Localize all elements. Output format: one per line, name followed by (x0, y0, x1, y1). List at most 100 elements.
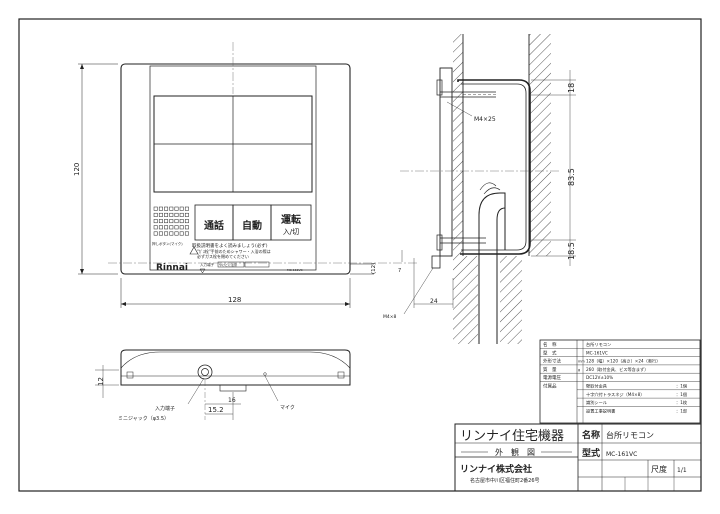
accessory-name: 設置工事説明書 (586, 407, 615, 414)
talk-button-label: 通話 (204, 219, 224, 232)
grille-hole (179, 225, 184, 230)
accessory-name: 識別シール (586, 399, 607, 406)
grille-hole (164, 231, 169, 236)
bottom-view: 12 16 15.2 入力端子 ミニジャック（φ3.5） マイク (95, 349, 351, 422)
brand-name: リンナイ住宅機器 (460, 429, 564, 444)
grille-hole (184, 206, 189, 211)
dim-width: 128 (228, 296, 241, 304)
dim-83-5: 83.5 (567, 168, 576, 186)
grille-hole (184, 212, 189, 217)
auto-button-label: 自動 (242, 219, 262, 232)
spec-key: 名 称 (543, 341, 557, 348)
screw-top-label: M4×25 (474, 116, 496, 123)
caution-line-2: "ｶﾞｽ栓"手前のためシャワー・入浴の際は (197, 248, 271, 254)
grille-hole (184, 219, 189, 224)
mic-label: 押しボタン(マイク) (152, 241, 183, 246)
grille-hole (174, 219, 179, 224)
grille-hole (179, 231, 184, 236)
spec-unit: g (578, 368, 580, 372)
caution-line-3: 必ずガス栓を閉めてください (197, 253, 249, 259)
dim-18-top: 18 (567, 83, 576, 93)
scale-value: 1/1 (677, 467, 687, 474)
company-name: リンナイ株式会社 (460, 463, 532, 475)
grille-hole (158, 219, 163, 224)
grille-hole (158, 231, 163, 236)
grille-hole (174, 231, 179, 236)
sheet-border (18, 18, 702, 492)
grille-hole (153, 206, 158, 211)
dim-height: 120 (73, 163, 81, 176)
dim-12: 12 (97, 377, 105, 386)
dim-24: 24 (430, 298, 438, 305)
grille-hole (184, 231, 189, 236)
grille-hole (169, 212, 174, 217)
grille-hole (174, 225, 179, 230)
spec-value: MC-161VC (586, 350, 608, 355)
dim-18-5: 18.5 (567, 242, 576, 260)
power-button[interactable] (270, 204, 312, 241)
drawing-type: 外 観 図 (495, 447, 535, 457)
spec-value: 台所リモコン (586, 341, 611, 348)
accessory-qty: ：1枚 (676, 399, 688, 406)
speaker-grille (153, 206, 189, 236)
dim-16: 16 (228, 397, 236, 404)
grille-hole (179, 212, 184, 217)
dim-7: 7 (398, 268, 401, 274)
company-address: 名古屋市中川区福住町2番26号 (470, 477, 540, 484)
mic-hole (263, 372, 267, 376)
grille-hole (174, 206, 179, 211)
mic-label-bottom: マイク (280, 405, 295, 411)
accessory-qty: ：1個 (676, 383, 687, 390)
grille-hole (179, 206, 184, 211)
grille-hole (169, 206, 174, 211)
accessories-key: 付属品 (543, 383, 557, 390)
accessory-name: 十字穴付トラスネジ（M4×8） (586, 391, 644, 398)
grille-hole (169, 231, 174, 236)
grille-hole (153, 231, 158, 236)
jack-mark: 入力端子 (200, 262, 214, 267)
triangle-down-icon (199, 268, 206, 274)
accessory-qty: ：1個 (676, 391, 687, 398)
grille-hole (179, 219, 184, 224)
grille-hole (153, 212, 158, 217)
mini-jack-label: ミニジャック（φ3.5） (118, 416, 169, 422)
spec-value: 260（取付金具、ビス等含まず） (586, 366, 648, 373)
name-value: 台所リモコン (606, 430, 654, 440)
spec-key: 電源電圧 (543, 374, 561, 381)
spec-value: 128（幅）×120（高さ）×24（奥行） (586, 358, 660, 365)
grille-hole (164, 225, 169, 230)
screw-bottom-label: M4×8 (383, 314, 397, 320)
title-block: リンナイ住宅機器 外 観 図 リンナイ株式会社 名古屋市中川区福住町2番26号 … (454, 423, 702, 492)
grille-hole (169, 219, 174, 224)
input-jack (197, 364, 213, 380)
spec-value: DC12V±10% (586, 375, 613, 380)
grille-hole (164, 219, 169, 224)
grille-hole (184, 225, 189, 230)
grille-hole (169, 225, 174, 230)
accessory-name: 壁取付金具 (586, 383, 608, 390)
grille-hole (153, 225, 158, 230)
jack-label: 入力端子 (155, 405, 175, 412)
model-label: 型式 (582, 447, 600, 459)
caution-line-1: 取扱説明書をよく読みましょう(必ず) (192, 242, 268, 249)
warning-icon (189, 246, 199, 255)
grille-hole (164, 206, 169, 211)
dim-15-2: 15.2 (208, 406, 224, 414)
dim-offset: (12) (371, 263, 377, 274)
grille-hole (153, 219, 158, 224)
power-button-label: 運転 (281, 213, 301, 226)
name-label: 名称 (582, 429, 600, 441)
spec-unit: mm (578, 360, 585, 364)
grille-hole (158, 212, 163, 217)
side-section-view: M4×25 M4×8 18 83.5 18.5 24 7 (383, 34, 576, 344)
front-outline (120, 63, 351, 275)
front-view: 押しボタン(マイク) 通話 自動 運転 入/切 取扱説明書をよく読みましょう(必… (73, 42, 418, 308)
model-value: MC-161VC (606, 451, 637, 458)
spec-key: 型 式 (543, 349, 557, 356)
rinnai-logo: Rinnai (156, 263, 188, 273)
grille-hole (158, 206, 163, 211)
grille-hole (158, 225, 163, 230)
